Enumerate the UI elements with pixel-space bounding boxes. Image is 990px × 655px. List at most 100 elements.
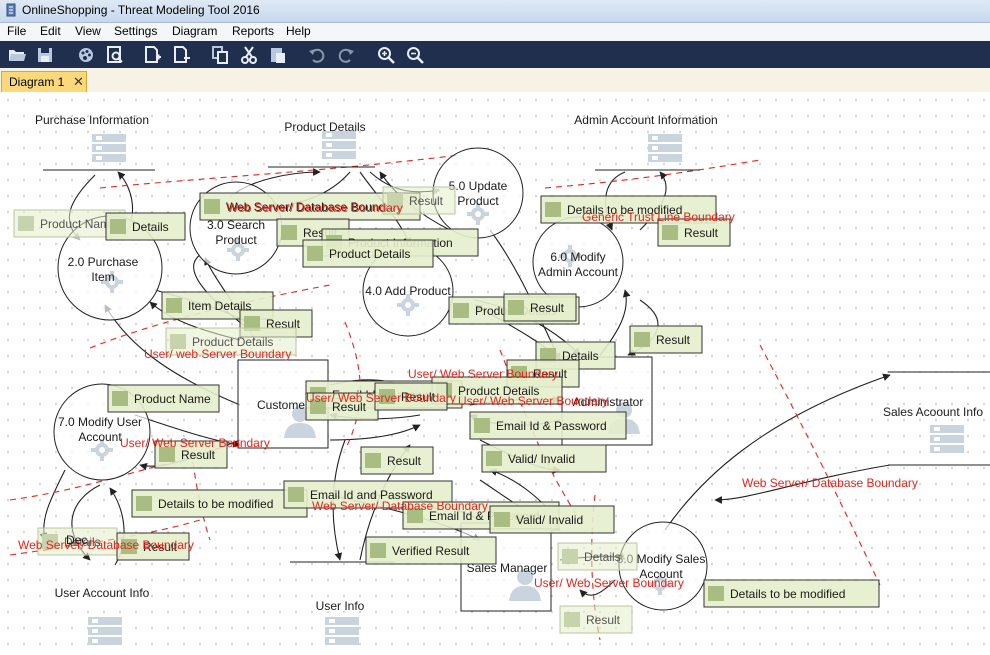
flow-arrow-icon — [387, 193, 403, 208]
flow-label-text: Result — [387, 454, 422, 468]
flow-label-box — [131, 489, 308, 518]
process-label-line: Account — [639, 567, 683, 581]
flow-label[interactable]: Verified Result — [365, 536, 497, 565]
flow-label[interactable]: Result — [374, 382, 448, 411]
flow-label[interactable]: Result — [629, 325, 703, 354]
flow-arrow-icon — [486, 451, 502, 466]
trust-boundary-label[interactable]: Web Server/ Database Boundary — [227, 201, 403, 215]
paste-icon[interactable] — [268, 45, 288, 65]
flow-label-box — [154, 440, 228, 469]
process-label-line: 5.0 Update — [449, 179, 508, 193]
menu-edit[interactable]: Edit — [40, 24, 61, 38]
flow-arrow-icon — [112, 391, 128, 406]
menu-view[interactable]: View — [75, 24, 101, 38]
trust-boundary-label[interactable]: User/ Web Server Boundary — [120, 436, 270, 450]
trust-boundary-label[interactable]: User/ Web Server Boundary — [408, 367, 558, 381]
flow-label[interactable]: Result — [360, 446, 434, 475]
flow-arrow-icon — [281, 225, 297, 240]
flow-label[interactable]: Details — [557, 542, 638, 571]
flow-arrow-icon — [634, 332, 650, 347]
flow-arrow-icon — [159, 447, 175, 462]
flow-label-text: Product Name — [134, 392, 211, 406]
flow-label-text: Verified Result — [392, 544, 470, 558]
flow-label-box — [302, 239, 434, 268]
flow-label[interactable]: Details to be modified — [540, 195, 717, 224]
close-icon[interactable]: ✕ — [73, 74, 84, 89]
trust-boundary-label[interactable]: User/ Web Server Boundary — [534, 576, 684, 590]
flow-label-text: Valid/ Invalid — [516, 513, 583, 527]
trust-boundary-label[interactable]: User/ Web Server Boundary — [458, 394, 608, 408]
flow-arrow-icon — [508, 300, 524, 315]
flow-label-text: Result — [143, 540, 178, 554]
flow-arrow-icon — [307, 246, 323, 261]
redo-icon[interactable] — [336, 45, 356, 65]
flow-label[interactable]: Details to be modified — [703, 579, 880, 608]
save-icon[interactable] — [35, 45, 55, 65]
copy-diagram-icon[interactable] — [171, 45, 191, 65]
flow-label[interactable]: Valid/ Invalid — [481, 444, 607, 473]
flow-label-text: Details to be modified — [730, 587, 845, 601]
flow-label-box — [489, 505, 615, 534]
flow-arrow-icon — [204, 199, 220, 214]
cut-icon[interactable] — [239, 45, 259, 65]
menu-settings[interactable]: Settings — [114, 24, 158, 38]
process-label-line: 2.0 Purchase — [68, 255, 139, 269]
flow-label[interactable]: Result — [305, 392, 379, 421]
flow-label[interactable]: Product Name — [107, 384, 220, 413]
flow-arrow-icon — [166, 298, 182, 313]
undo-icon[interactable] — [307, 45, 327, 65]
open-folder-icon[interactable] — [7, 45, 27, 65]
flow-label[interactable]: Email Id & Password — [469, 411, 627, 440]
flow-label[interactable]: Result — [559, 605, 633, 634]
flow-label[interactable]: Product Details — [302, 239, 434, 268]
menu-reports[interactable]: Reports — [232, 24, 275, 38]
flow-label[interactable]: Result — [116, 532, 190, 561]
flow-label[interactable]: Result — [657, 218, 731, 247]
flow-label[interactable]: Item Details — [161, 291, 274, 320]
trust-boundary-line — [544, 159, 761, 189]
data-store-user-info: User Info — [290, 561, 395, 645]
flow-label[interactable]: Details to be modified — [131, 489, 308, 518]
trust-boundary-label[interactable]: Web Server/ Database Boundary — [18, 538, 194, 552]
flow-label[interactable]: Result — [154, 440, 228, 469]
flow-arrow-icon — [288, 487, 304, 502]
analysis-view-icon[interactable] — [105, 45, 125, 65]
menu-file[interactable]: File — [7, 24, 27, 38]
flow-label-text: Valid/ Invalid — [508, 452, 575, 466]
interactor-sales-manager: Sales Manager — [460, 522, 552, 612]
flow-label[interactable]: Product Details — [165, 327, 297, 356]
flow-label-text: Email Id & Password — [496, 419, 607, 433]
copy-icon[interactable] — [210, 45, 230, 65]
flow-label[interactable]: Valid/ Invalid — [489, 505, 615, 534]
data-store-purchase-information: Purchase Information — [35, 113, 155, 171]
zoom-in-icon[interactable] — [376, 45, 396, 65]
trust-boundary-label[interactable]: User/ web Server Boundary — [144, 347, 291, 361]
trust-boundary-label[interactable]: User/ Web Server Boundary — [306, 391, 456, 405]
menu-help[interactable]: Help — [286, 24, 311, 38]
menu-diagram[interactable]: Diagram — [172, 24, 218, 38]
flow-arrow-icon — [474, 418, 490, 433]
tab-diagram-1[interactable]: Diagram 1 ✕ — [1, 71, 87, 92]
trust-boundary-label[interactable]: Web Server/ Database Boundary — [312, 499, 488, 513]
flow-arrow-icon — [121, 539, 137, 554]
interactor-label: Administrator — [573, 395, 644, 409]
flow-label-text: Details — [64, 535, 101, 549]
zoom-out-icon[interactable] — [405, 45, 425, 65]
trust-boundary-label[interactable]: Web Server/ Database Boundary — [742, 476, 918, 490]
flow-arrow-icon — [42, 534, 58, 549]
palette-icon[interactable] — [76, 45, 96, 65]
flow-label[interactable]: Result — [503, 293, 577, 322]
flow-arrow-icon — [545, 202, 561, 217]
flow-label[interactable]: Details — [105, 212, 186, 241]
trust-boundary-label[interactable]: Generic Trust Line Boundary — [582, 210, 735, 224]
flow-label-text: Email Id and Password — [310, 488, 433, 502]
flow-label[interactable]: Result — [382, 186, 456, 215]
new-diagram-icon[interactable] — [142, 45, 162, 65]
diagram-canvas[interactable]: Purchase Information Product Details Adm… — [0, 92, 990, 655]
flow-arrow-icon — [494, 512, 510, 527]
flow-label-text: Result — [684, 226, 719, 240]
